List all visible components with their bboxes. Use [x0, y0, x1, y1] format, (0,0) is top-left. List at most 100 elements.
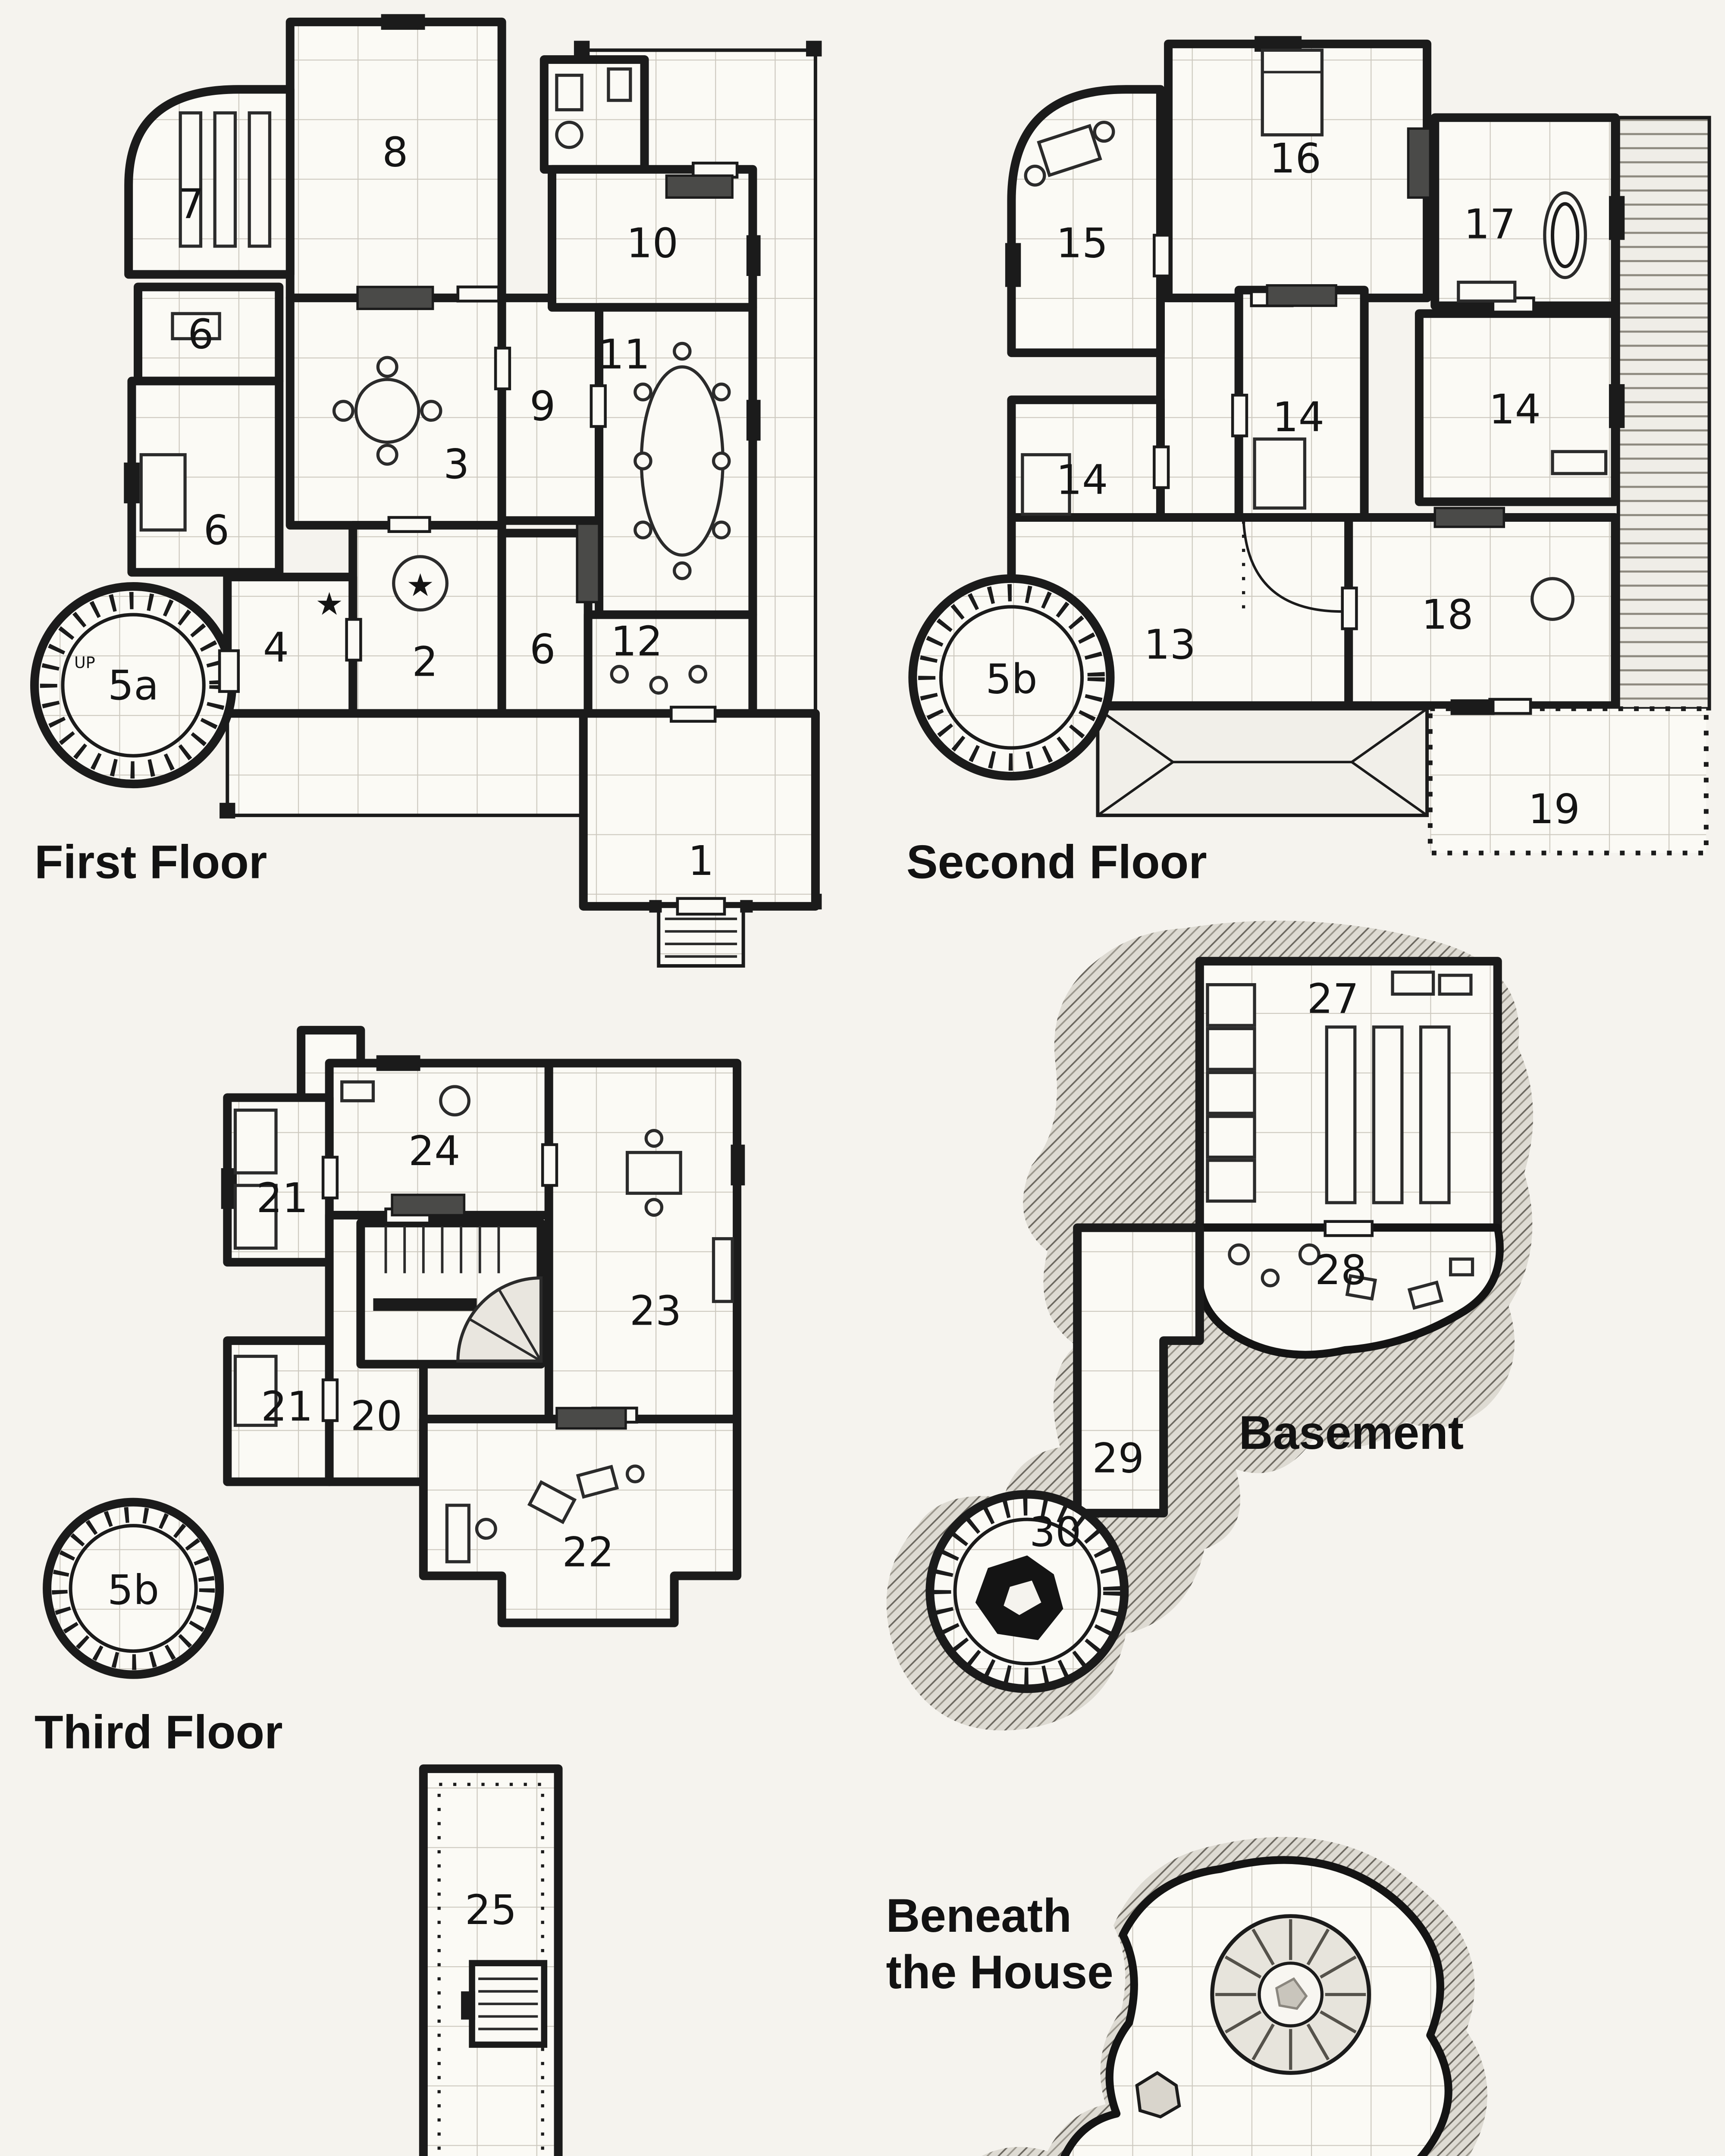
fireplace-icon: [1266, 284, 1337, 307]
stairwell-detail: [373, 1226, 543, 1363]
window-marker: [1609, 384, 1625, 428]
room-28-contents: [1228, 1243, 1474, 1310]
round-table: [1531, 577, 1574, 621]
fixture: [607, 67, 632, 102]
bed: [1253, 437, 1307, 510]
first-floor-title: First Floor: [34, 836, 267, 888]
room-label-13: 13: [1144, 621, 1196, 668]
table: [171, 312, 221, 341]
bench: [665, 174, 734, 199]
tower-5b-second: [908, 574, 1115, 780]
up-annotation: UP: [74, 653, 95, 672]
spiral-stair-icon: [392, 555, 448, 612]
room-label-24: 24: [408, 1128, 460, 1175]
barrel: [1206, 983, 1256, 1027]
planter: [213, 111, 237, 248]
third-floor-title: Third Floor: [34, 1706, 283, 1759]
widows-walk-plan: 25 Widow's Walk: [419, 1764, 563, 2156]
window-marker: [731, 1144, 745, 1186]
hallway-outline: [1156, 293, 1243, 522]
widows-walk-stair: [461, 1960, 548, 2048]
room-label-8: 8: [382, 128, 408, 176]
bed: [233, 1354, 278, 1427]
planter: [248, 111, 272, 248]
room-label-21-lower: 21: [261, 1383, 313, 1431]
basement-plan: 27 28 29 30 Basement: [886, 921, 1534, 1731]
crate: [1391, 970, 1435, 996]
room-label-5b-third: 5b: [107, 1567, 159, 1614]
room-label-21-upper: 21: [256, 1175, 308, 1222]
table: [340, 1080, 375, 1103]
bed: [1021, 453, 1071, 516]
beneath-title-line1: Beneath: [886, 1890, 1072, 1942]
room-label-12: 12: [611, 618, 662, 665]
room-label-10: 10: [627, 219, 678, 267]
third-floor-furniture: [233, 1080, 734, 1564]
stair-fan: [456, 1276, 543, 1363]
window-marker: [1609, 196, 1625, 240]
room-label-29: 29: [1092, 1435, 1144, 1482]
desk: [1551, 450, 1608, 475]
room-label-17: 17: [1464, 201, 1515, 248]
room-label-2: 2: [412, 638, 438, 686]
large-rock-ring: [1212, 1916, 1369, 2073]
pit-hole: [1004, 1580, 1041, 1615]
door: [1324, 1220, 1374, 1237]
room-label-9: 9: [530, 383, 555, 430]
shelf: [1325, 1025, 1357, 1204]
first-floor-doors: [124, 14, 761, 916]
room-label-25: 25: [465, 1887, 517, 1934]
side-roof: [1616, 116, 1711, 711]
bench: [445, 1504, 470, 1564]
room-label-15: 15: [1056, 219, 1108, 267]
room-6-center-outline: [497, 529, 593, 718]
table: [625, 1151, 682, 1195]
window-marker: [1005, 243, 1021, 287]
room-label-14-left: 14: [1056, 456, 1108, 504]
room-label-18: 18: [1421, 591, 1473, 639]
third-floor-plan: 24 21 21 20 23 22 5b Third Floor: [34, 1026, 745, 1759]
room-label-6-upper: 6: [188, 310, 213, 358]
window-marker: [376, 1055, 420, 1071]
deck-post: [574, 41, 590, 56]
room-label-6-center: 6: [530, 626, 555, 673]
barrel: [1206, 1027, 1256, 1071]
fireplace-icon: [1407, 127, 1432, 199]
bench: [1457, 280, 1517, 303]
room-label-6-lower: 6: [204, 507, 229, 554]
beneath-the-house-plan: 31 Beneath the House: [886, 1837, 1487, 2156]
deck-bottom: [226, 707, 585, 817]
stair-star-icon: ★: [315, 586, 343, 622]
window-marker: [746, 400, 761, 441]
room-label-27: 27: [1307, 975, 1359, 1023]
second-floor-title: Second Floor: [906, 836, 1207, 888]
room-23-outline: [544, 1059, 742, 1423]
room-label-4: 4: [263, 624, 289, 672]
crate: [1438, 974, 1473, 996]
bed: [139, 453, 187, 532]
room-label-7: 7: [179, 180, 204, 228]
room-label-20: 20: [351, 1392, 402, 1440]
fireplace-icon: [391, 1194, 466, 1216]
boulder: [1135, 2071, 1181, 2119]
room-label-11: 11: [598, 331, 650, 379]
second-floor-plan: 15 16 17 14 14 14 13 18 19 5b Second Flo…: [906, 36, 1711, 888]
barrel: [1206, 1071, 1256, 1115]
stair-arc: [1242, 520, 1342, 613]
planter: [179, 111, 203, 248]
room-18-outline: [1344, 513, 1620, 710]
table: [1037, 124, 1102, 177]
room-9-outline: [497, 293, 604, 525]
fireplace-icon: [555, 1407, 627, 1430]
room-label-30: 30: [1029, 1508, 1081, 1556]
room-19-outline: [1427, 706, 1709, 856]
window-marker: [1450, 699, 1495, 715]
rack: [1433, 507, 1505, 528]
window-marker: [746, 235, 761, 276]
room-label-22: 22: [562, 1529, 614, 1576]
shelf: [1372, 1025, 1404, 1204]
barrel: [1206, 1115, 1256, 1159]
tower-5a: [30, 582, 237, 789]
